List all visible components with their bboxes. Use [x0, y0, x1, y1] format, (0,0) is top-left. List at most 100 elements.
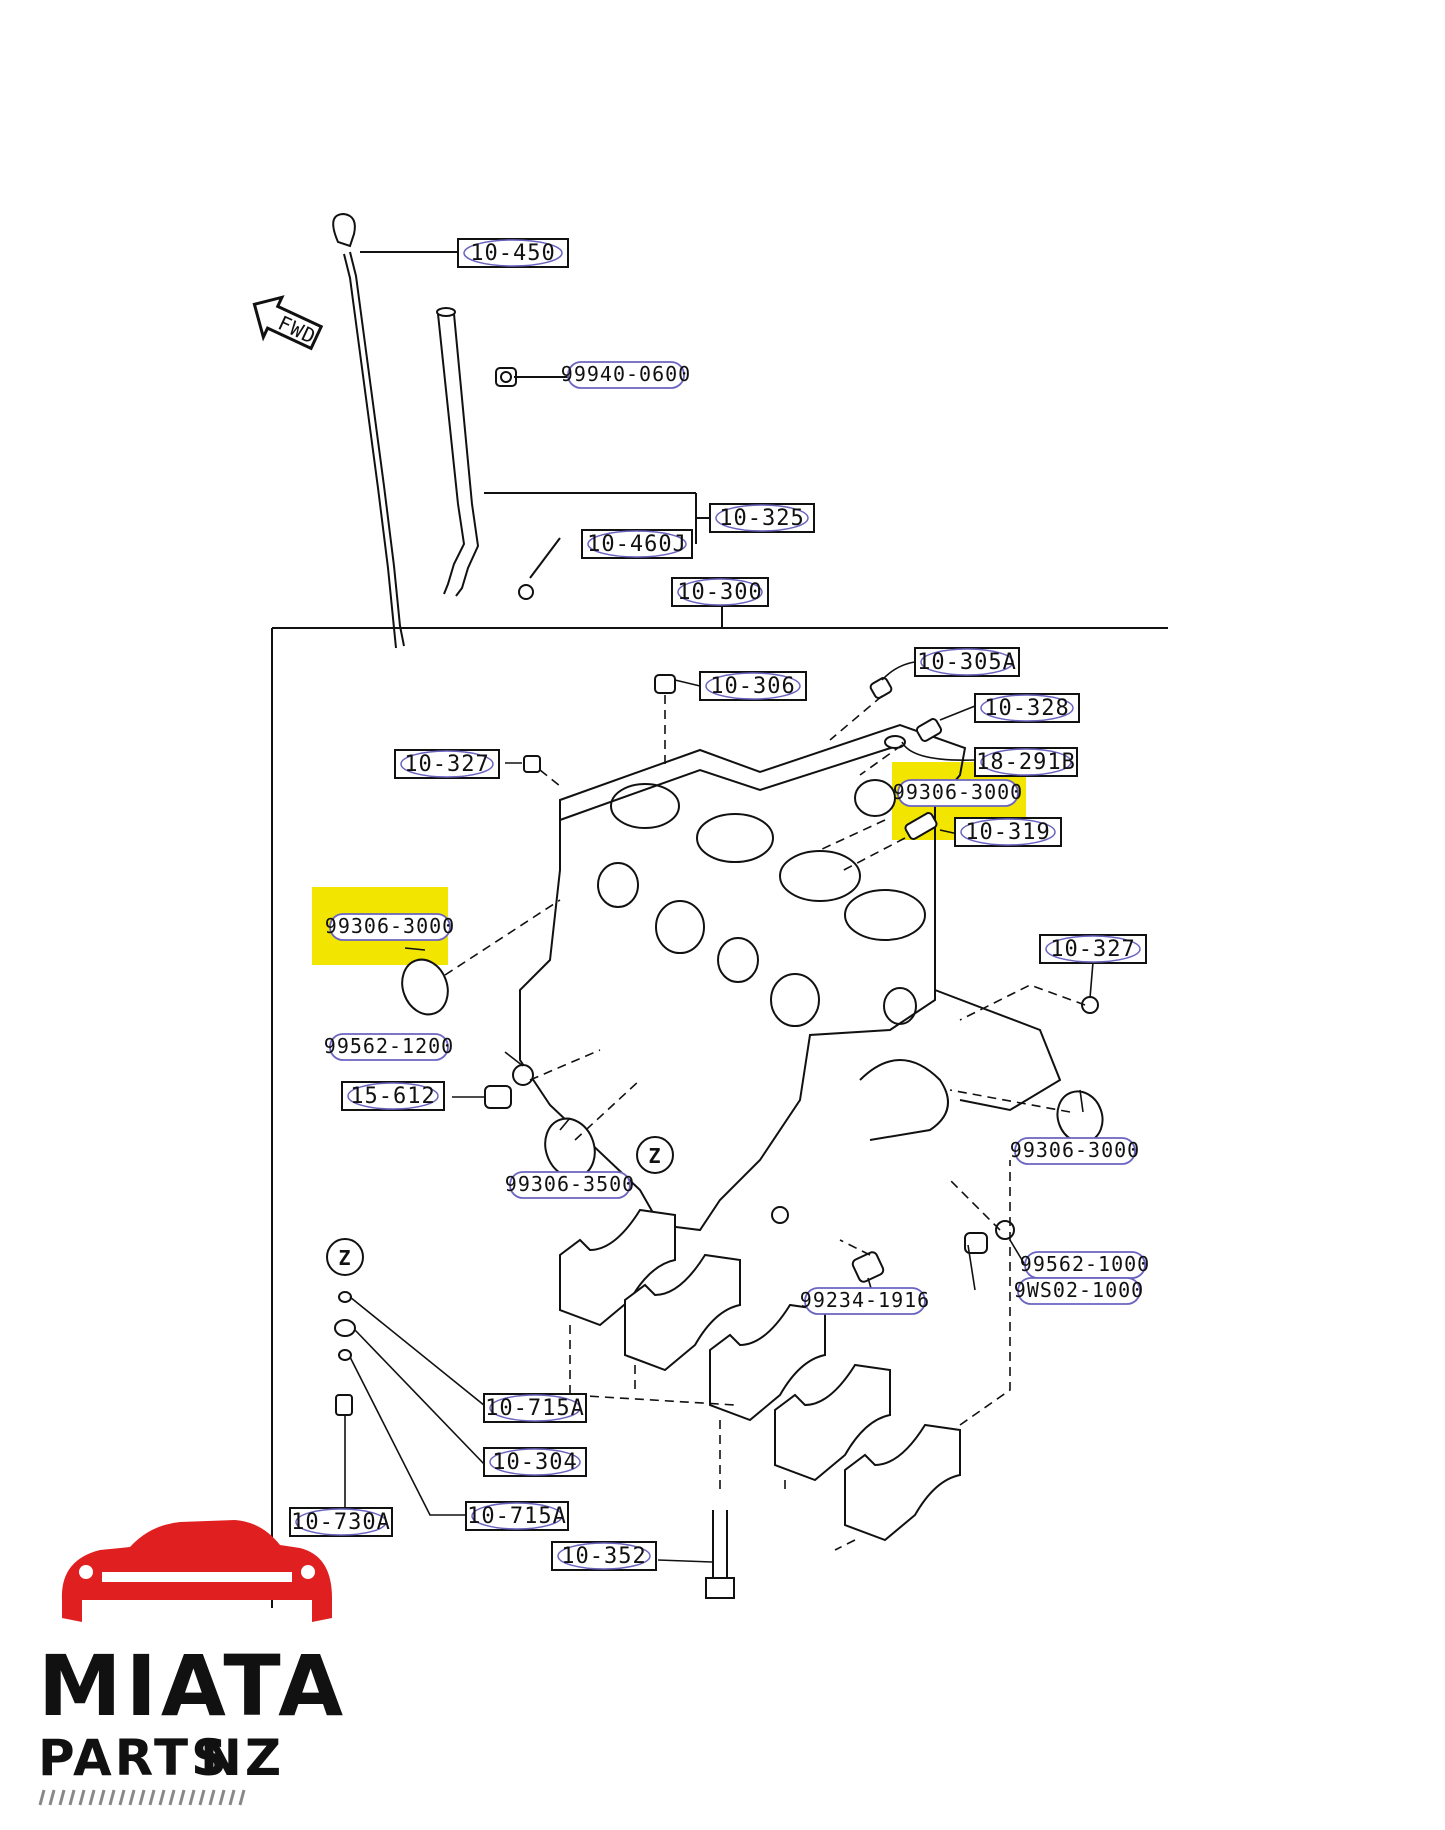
part-number: 9WS02-1000 — [1014, 1278, 1144, 1302]
part-label-oval — [400, 750, 494, 778]
part-label-oval — [705, 672, 801, 700]
part-label-p10-352: 10-352 — [551, 1541, 657, 1571]
part-label-box — [671, 577, 769, 607]
part-label-p10-319: 10-319 — [954, 817, 1062, 847]
leader-lines — [344, 661, 1094, 1563]
part-label-o99940-0600: 99940-0600 — [561, 361, 691, 389]
part-number: 10-319 — [965, 820, 1050, 845]
part-number: 10-325 — [719, 506, 804, 531]
part-number: 10-304 — [492, 1450, 577, 1475]
zone-marker-icon: Z Z — [326, 1136, 674, 1276]
part-number: 10-715A — [467, 1504, 567, 1529]
part-label-p10-328: 10-328 — [974, 693, 1080, 723]
part-label-oval — [471, 1502, 563, 1530]
part-label-p18-291b: 18-291B — [974, 747, 1078, 777]
part-label-oval — [980, 694, 1074, 722]
part-label-oval — [557, 1542, 651, 1570]
part-label-p10-325: 10-325 — [709, 503, 815, 533]
part-label-o99562-1000: 99562-1000 — [1020, 1251, 1150, 1279]
part-label-box — [974, 747, 1078, 777]
part-number: 99562-1000 — [1020, 1252, 1150, 1276]
part-label-p10-460j: 10-460J — [581, 529, 693, 559]
part-label-oval — [567, 361, 685, 389]
part-label-oval — [329, 913, 451, 941]
small-parts — [334, 674, 1104, 1416]
part-label-p10-715a2: 10-715A — [465, 1501, 569, 1531]
part-label-box — [483, 1447, 587, 1477]
main-bearing-bolt — [705, 1510, 735, 1599]
part-label-box — [341, 1081, 445, 1111]
fwd-arrow-icon: FWD — [252, 295, 324, 351]
part-number: 10-300 — [677, 580, 762, 605]
oval-labels: 99940-0600 99306-3000 99306-3000 99562-1200… — [324, 361, 1150, 1315]
box-labels: 10-450 10-325 10-460J 10-300 10-306 10-305A 10… — [289, 238, 1147, 1571]
zone-marker-2: Z — [338, 1246, 351, 1270]
part-label-oval — [897, 779, 1019, 807]
part-label-o99234-1916: 99234-1916 — [800, 1287, 930, 1315]
part-number: 99562-1200 — [324, 1034, 454, 1058]
part-number: 10-450 — [470, 241, 555, 266]
part-label-o9ws02-1000: 9WS02-1000 — [1014, 1277, 1144, 1305]
part-label-oval — [509, 1171, 631, 1199]
part-number: 15-612 — [350, 1084, 435, 1109]
part-label-oval — [463, 239, 563, 267]
bearing-caps — [559, 1208, 961, 1542]
part-label-oval — [980, 748, 1072, 776]
part-label-oval — [960, 818, 1056, 846]
zone-marker-1: Z — [648, 1144, 661, 1168]
part-number: 10-305A — [917, 650, 1017, 675]
part-label-oval — [1014, 1137, 1136, 1165]
part-label-oval — [677, 578, 763, 606]
part-number: 99306-3500 — [505, 1172, 635, 1196]
part-label-p10-715a1: 10-715A — [483, 1393, 587, 1423]
part-label-box — [465, 1501, 569, 1531]
part-number: 10-730A — [291, 1510, 391, 1535]
part-number: 18-291B — [976, 750, 1076, 775]
part-number: 10-460J — [587, 532, 687, 557]
logo-line2b: NZ — [200, 1729, 284, 1787]
part-number: 10-328 — [984, 696, 1069, 721]
part-label-oval — [295, 1508, 387, 1536]
logo-line1: MIATA — [38, 1637, 347, 1735]
part-label-oval — [1045, 935, 1141, 963]
part-label-p10-450: 10-450 — [457, 238, 569, 268]
part-label-o99306-3000c: 99306-3000 — [1010, 1137, 1140, 1165]
part-label-oval — [715, 504, 809, 532]
part-label-o99306-3000a: 99306-3000 — [893, 779, 1023, 807]
part-number: 99306-3000 — [325, 914, 455, 938]
part-label-oval — [489, 1394, 581, 1422]
part-label-oval — [804, 1287, 926, 1315]
part-label-p10-300: 10-300 — [671, 577, 769, 607]
part-label-p10-327a: 10-327 — [394, 749, 500, 779]
part-number: 99234-1916 — [800, 1288, 930, 1312]
part-number: 99306-3000 — [893, 780, 1023, 804]
dashed-lines — [444, 695, 1086, 1551]
part-label-p10-305a: 10-305A — [914, 647, 1020, 677]
part-label-p10-730a: 10-730A — [289, 1507, 393, 1537]
part-label-o99562-1200: 99562-1200 — [324, 1033, 454, 1061]
part-label-oval — [587, 530, 687, 558]
part-number: 10-715A — [485, 1396, 585, 1421]
part-number: 10-352 — [561, 1544, 646, 1569]
part-number: 10-327 — [404, 752, 489, 777]
car-logo-icon — [61, 1520, 333, 1622]
part-number: 99306-3000 — [1010, 1138, 1140, 1162]
part-label-oval — [489, 1448, 581, 1476]
part-label-o99306-3000b: 99306-3000 — [325, 913, 455, 941]
part-label-p15-612: 15-612 — [341, 1081, 445, 1111]
dipstick — [332, 212, 458, 649]
logo-hatch — [38, 1789, 246, 1806]
part-label-oval — [920, 648, 1014, 676]
part-label-oval — [1017, 1277, 1141, 1305]
part-number: 10-327 — [1050, 937, 1135, 962]
dipstick-tube — [436, 307, 710, 600]
part-number: 10-306 — [710, 674, 795, 699]
part-label-p10-327b: 10-327 — [1039, 934, 1147, 964]
part-label-p10-304: 10-304 — [483, 1447, 587, 1477]
part-label-oval — [347, 1082, 439, 1110]
part-number: 99940-0600 — [561, 362, 691, 386]
part-label-o99306-3500: 99306-3500 — [505, 1171, 635, 1199]
part-label-oval — [329, 1033, 449, 1061]
part-label-box — [483, 1393, 587, 1423]
